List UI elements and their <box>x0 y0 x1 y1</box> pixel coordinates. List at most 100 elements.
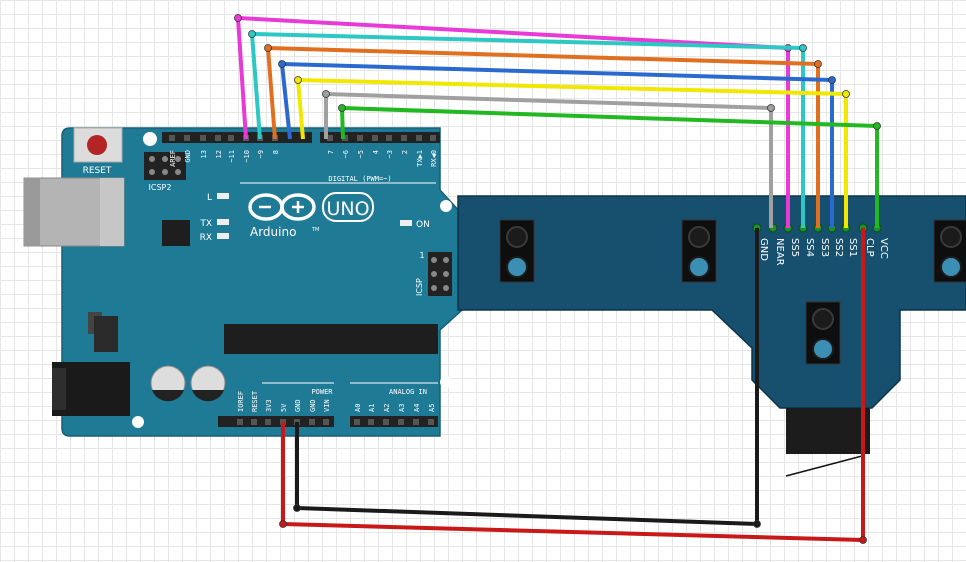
usb-chip <box>162 220 190 246</box>
power-pin-label: 3V3 <box>265 399 273 412</box>
digital-pin-socket <box>357 135 363 141</box>
wires <box>234 14 881 544</box>
wire-bend-point <box>828 76 836 84</box>
power-pin-label: 5V <box>280 403 288 412</box>
icsp-header <box>428 252 452 296</box>
digital-pin-label: 2 <box>401 150 409 154</box>
digital-pin-label: 7 <box>327 150 335 154</box>
sensor-pin-label: SS5 <box>789 238 800 257</box>
power-pin-label: GND <box>294 399 302 412</box>
digital-pin-socket <box>228 135 234 141</box>
digital-pin-label: ~6 <box>342 150 350 158</box>
digital-pin-socket <box>342 135 348 141</box>
icsp2-header <box>144 152 186 180</box>
digital-pin-socket <box>430 135 436 141</box>
power-pin-label: RESET <box>251 390 259 412</box>
power-pin-label: GND <box>309 399 317 412</box>
wire-blue <box>280 62 834 228</box>
wire-bend-point <box>873 122 881 130</box>
led-l <box>217 193 229 199</box>
analog-pin-socket <box>398 419 404 425</box>
voltage-regulator <box>88 312 118 352</box>
uno-badge <box>322 192 374 222</box>
digital-pin-socket <box>200 135 206 141</box>
wire-cyan <box>250 32 805 228</box>
digital-pin-label: ~9 <box>257 150 265 158</box>
led-rx <box>217 233 229 239</box>
sensor-pin-label: VCC <box>878 238 889 259</box>
ir-sensor <box>805 301 841 365</box>
wire-bend-point <box>322 90 330 98</box>
digital-pin-socket <box>401 135 407 141</box>
power-pin-socket <box>309 419 315 425</box>
arduino-brand: Arduino <box>250 225 296 239</box>
arduino-logo <box>248 193 316 221</box>
digital-pin-label: ~11 <box>228 150 236 163</box>
sensor-connector <box>786 408 870 454</box>
icsp2-label: ICSP2 <box>149 183 172 192</box>
digital-header <box>162 132 440 143</box>
ir-sensor <box>681 219 717 283</box>
ir-sensor <box>499 219 535 283</box>
usb-connector <box>23 177 125 247</box>
wire-bend-point <box>293 504 301 512</box>
digital-pin-label: 8 <box>272 150 280 154</box>
mounting-hole <box>143 132 157 146</box>
wire-bend-point <box>842 90 850 98</box>
wire-bend-point <box>338 104 346 112</box>
mounting-hole <box>440 200 452 212</box>
sensor-pin-label: SS2 <box>833 238 844 257</box>
ir-sensor-modules <box>499 219 966 365</box>
power-header <box>218 416 334 427</box>
icsp-pin1-label: 1 <box>419 251 424 260</box>
led-tx <box>217 219 229 225</box>
digital-pin-label: 4 <box>372 150 380 154</box>
analog-pin-label: A5 <box>428 404 436 412</box>
capacitor <box>190 365 226 402</box>
digital-pin-label: RX◀0 <box>430 150 438 167</box>
digital-pin-label: ~10 <box>243 150 251 163</box>
digital-pin-label: ~5 <box>357 150 365 158</box>
wire-bend-point <box>279 520 287 528</box>
analog-header <box>350 416 438 427</box>
arduino-uno-board: RESET ICSP2 L TX RX ON Arduino TM UNO <box>23 127 463 437</box>
led-tx-label: TX <box>199 219 212 229</box>
digital-header-label: DIGITAL (PWM=~) <box>328 175 391 183</box>
wire-bend-point <box>767 104 775 112</box>
led-rx-label: RX <box>200 233 212 243</box>
digital-pin-label: GND <box>184 150 192 163</box>
sensor-pin-label: SS3 <box>819 238 830 257</box>
capacitor <box>150 365 186 402</box>
sensor-pin-label: NEAR <box>774 238 785 266</box>
analog-pin-label: A2 <box>383 404 391 412</box>
analog-pin-label: A4 <box>413 404 421 412</box>
analog-pin-label: A3 <box>398 404 406 412</box>
digital-pin-label: 12 <box>215 150 223 158</box>
digital-pin-label: 13 <box>200 150 208 158</box>
digital-pin-socket <box>386 135 392 141</box>
power-pin-label: VIN <box>323 399 331 412</box>
sensor-pin-label: GND <box>758 238 769 261</box>
power-pin-socket <box>251 419 257 425</box>
wire-bend-point <box>248 30 256 38</box>
wire-yellow <box>296 78 848 228</box>
wire-bend-point <box>234 14 242 22</box>
wire-green <box>340 106 879 228</box>
led-l-label: L <box>207 193 212 203</box>
power-jack <box>52 362 130 416</box>
wire-bend-point <box>264 44 272 52</box>
digital-pin-socket <box>327 135 333 141</box>
wire-bend-point <box>799 44 807 52</box>
icsp-label: ICSP <box>415 278 424 296</box>
analog-pin-sockets <box>354 419 434 425</box>
sensor-pin-label: SS1 <box>847 238 858 257</box>
power-pin-socket <box>237 419 243 425</box>
digital-pin-socket <box>372 135 378 141</box>
digital-pin-socket <box>215 135 221 141</box>
reset-button[interactable] <box>73 127 123 163</box>
mounting-hole <box>132 416 144 428</box>
power-pin-socket <box>265 419 271 425</box>
